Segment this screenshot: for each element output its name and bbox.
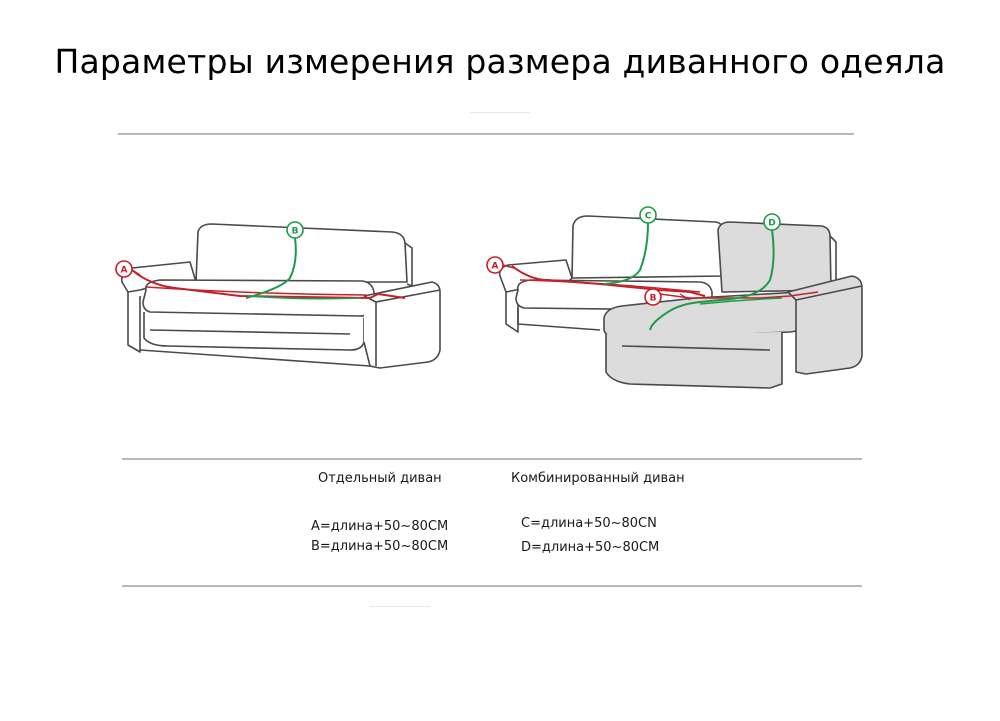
divider-bottom xyxy=(122,585,862,587)
caption-single-sofa: Отдельный диван xyxy=(318,471,442,486)
page-title: Параметры измерения размера диванного од… xyxy=(54,42,946,81)
combined-sofa-illustration xyxy=(498,215,863,389)
formula-c: C=длина+50~80CN xyxy=(521,516,657,531)
marker-c: C xyxy=(639,206,657,224)
divider-faint xyxy=(370,606,430,607)
measure-line-d xyxy=(649,229,775,331)
marker-d: D xyxy=(763,213,781,231)
marker-a-label: A xyxy=(492,262,499,272)
divider-faint xyxy=(470,112,530,113)
marker-c-label: C xyxy=(645,212,652,222)
measure-line-a-combined xyxy=(511,265,706,297)
measure-line-c xyxy=(603,221,649,285)
marker-a-combined: A xyxy=(486,256,515,274)
formula-b: B=длина+50~80CM xyxy=(311,539,449,554)
formula-d: D=длина+50~80CM xyxy=(521,540,660,555)
marker-b-label: B xyxy=(292,227,299,237)
marker-a-single: A xyxy=(115,260,141,278)
marker-d-label: D xyxy=(768,219,775,229)
sofa-diagrams: A B A B xyxy=(115,206,863,389)
marker-b-label: B xyxy=(650,294,657,304)
marker-a-label: A xyxy=(121,266,128,276)
caption-combined-sofa: Комбинированный диван xyxy=(511,471,685,486)
divider-top xyxy=(118,133,854,135)
formula-a: A=длина+50~80CM xyxy=(311,519,449,534)
measure-line-b-single xyxy=(245,237,297,299)
single-sofa-illustration xyxy=(120,223,441,369)
marker-b-single: B xyxy=(286,221,304,239)
marker-b-combined: B xyxy=(644,288,662,306)
divider-middle xyxy=(122,458,862,460)
